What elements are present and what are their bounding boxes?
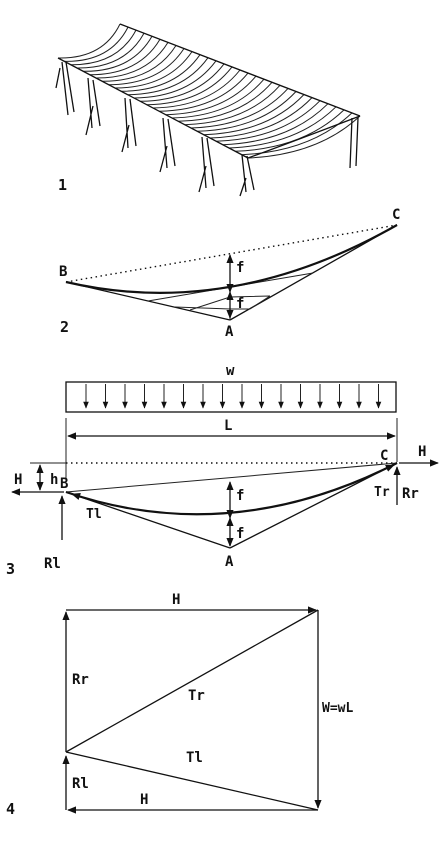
figure-3-number: 3 (6, 560, 15, 578)
force-rl-label: Rl (72, 776, 89, 792)
tension-tl-line (65, 751, 319, 811)
roof-slat (70, 29, 137, 66)
reaction-h-right-label: H (418, 444, 426, 460)
tension-tr-arrow (373, 464, 395, 475)
roof-slat (216, 100, 321, 142)
distributed-load-box (65, 381, 397, 413)
roof-slat (146, 66, 233, 106)
reaction-h-left-label: H (14, 472, 22, 488)
point-a-label: A (225, 324, 234, 340)
roof-slat (171, 78, 265, 119)
tension-tr-line (65, 609, 319, 753)
point-b-label: B (59, 264, 67, 280)
height-h-label: h (50, 472, 58, 488)
tension-tr-label: Tr (374, 485, 390, 500)
roof-edge (57, 57, 249, 159)
roof-slat (140, 63, 225, 102)
figure-4-force-polygon: H H Rr Rl Tr Tl W=wL 4 (6, 592, 353, 818)
roof-slats (57, 23, 361, 159)
roof-slat (108, 48, 185, 86)
load-w-label: w (226, 363, 235, 379)
roof-slat (184, 84, 281, 126)
point-a-label: A (225, 554, 234, 570)
point-c-label: C (380, 448, 388, 464)
roof-slat (178, 81, 273, 122)
sag-f-upper-label: f (236, 260, 244, 276)
tension-tl-label: Tl (86, 507, 102, 522)
roof-posts (55, 61, 359, 197)
roof-slat (89, 39, 161, 76)
roof-edge (119, 23, 361, 117)
point-c-label: C (392, 207, 400, 223)
figure-1-roof-perspective: 1 (55, 23, 361, 197)
roof-slat (190, 88, 289, 129)
reaction-rl-label: Rl (44, 556, 61, 572)
roof-slat (197, 91, 297, 132)
roof-slat (241, 112, 353, 156)
roof-slat (165, 75, 257, 116)
roof-slat (127, 57, 209, 96)
tension-tr-label: Tr (188, 688, 205, 704)
total-load-label: W=wL (322, 701, 353, 716)
sag-f-upper-label: f (236, 488, 244, 504)
tension-tl-arrow (71, 493, 101, 504)
force-h-bottom-label: H (140, 792, 148, 808)
roof-slat (57, 23, 121, 59)
cable-curve (65, 224, 398, 294)
roof-slat (228, 106, 337, 149)
tension-tl-label: Tl (186, 750, 203, 766)
roof-slat (159, 72, 249, 112)
sag-f-lower-label: f (236, 526, 244, 542)
figure-2-number: 2 (60, 318, 69, 336)
roof-slat (152, 69, 241, 109)
roof-slat (209, 97, 313, 139)
chord-line-bc (65, 224, 398, 283)
roof-slat (203, 94, 305, 136)
roof-edge (247, 115, 361, 159)
point-b-label: B (60, 476, 68, 492)
sag-f-lower-label: f (236, 296, 244, 312)
roof-slat (102, 45, 177, 82)
figure-3-loading-reactions: w L h f f H H Rl Rr Tl Tr B C A 3 (6, 363, 439, 578)
reaction-rr-label: Rr (402, 486, 419, 502)
roof-slat (114, 51, 193, 89)
roof-slat (83, 36, 153, 72)
roof-slat (222, 103, 329, 146)
roof-slat (95, 42, 169, 79)
chord-line-bc (65, 462, 398, 493)
figure-4-number: 4 (6, 800, 15, 818)
force-rr-label: Rr (72, 672, 89, 688)
roof-slat (247, 115, 361, 159)
roof-slat (76, 32, 145, 69)
load-arrows (83, 384, 382, 409)
force-h-top-label: H (172, 592, 180, 608)
figure-2-cable-geometry: B C A f f 2 (59, 207, 400, 340)
span-l-label: L (224, 418, 232, 434)
roof-slat (64, 26, 129, 62)
roof-slat (121, 54, 201, 92)
roof-slat (133, 60, 217, 99)
figure-1-number: 1 (58, 176, 67, 194)
